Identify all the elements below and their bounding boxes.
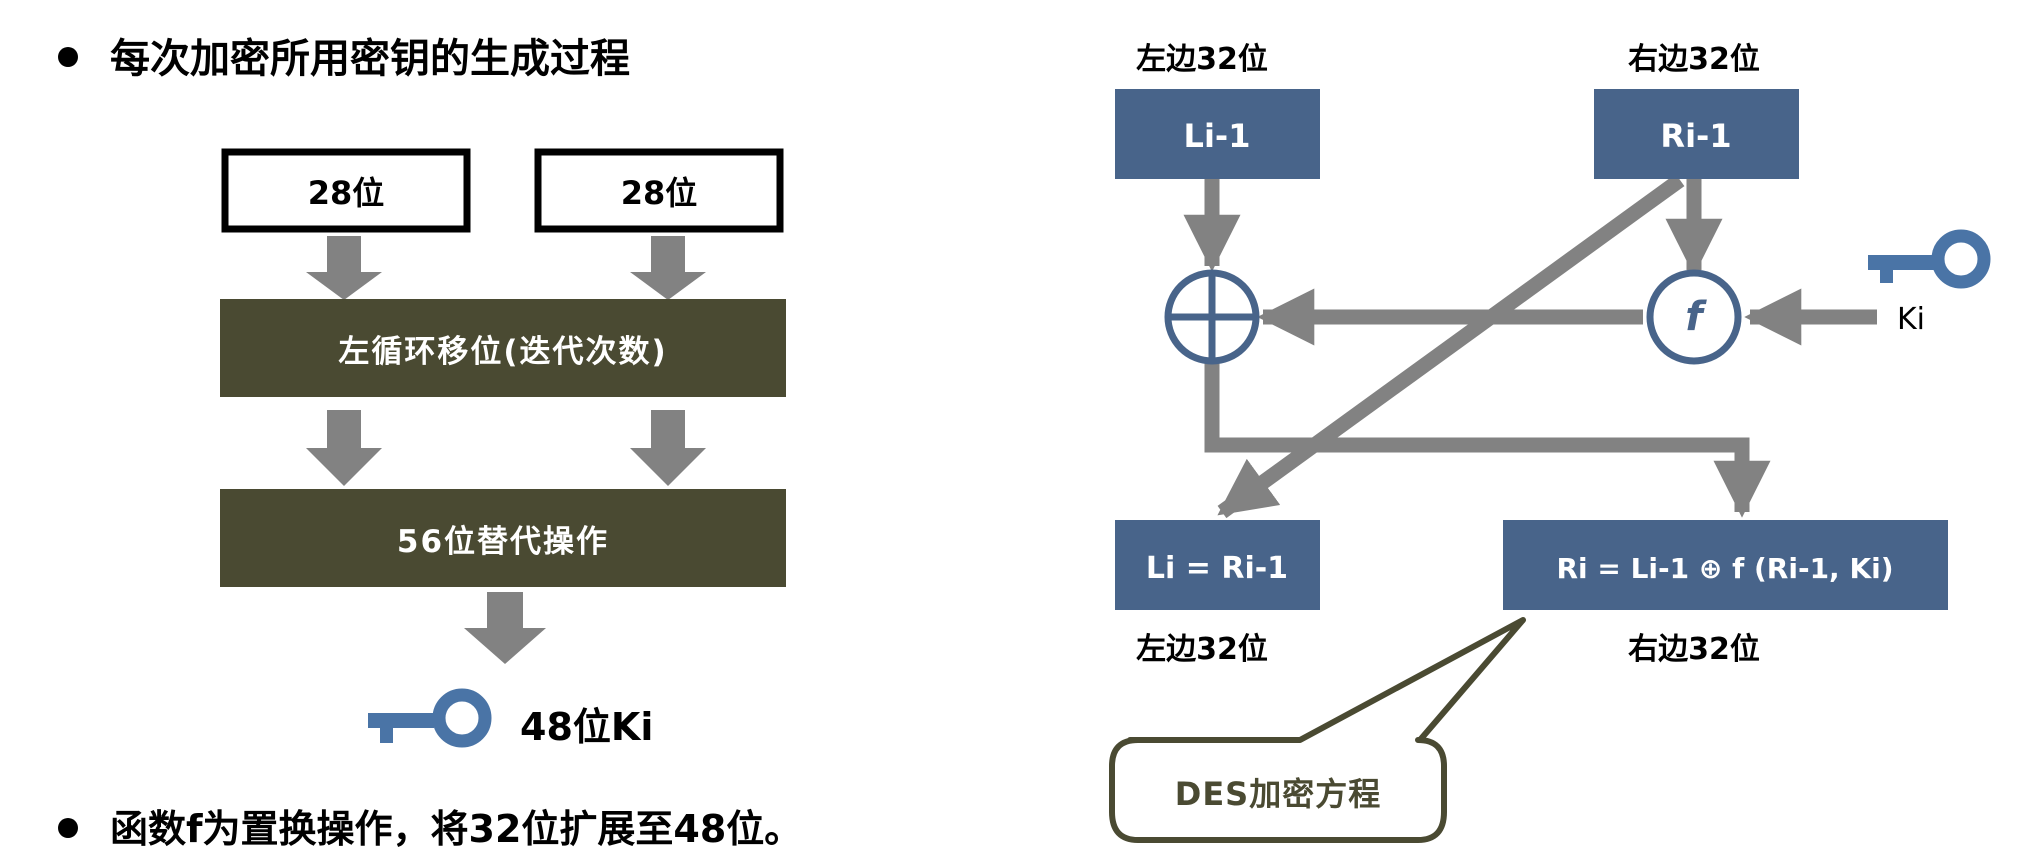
down-arrow [306,236,382,300]
svg-text:Ri = Li-1 ⊕ f (Ri-1, Ki): Ri = Li-1 ⊕ f (Ri-1, Ki) [1556,552,1893,585]
svg-text:56位替代操作: 56位替代操作 [397,524,609,560]
l-next-box: Li = Ri-1 [1115,520,1320,610]
down-arrow [630,410,706,486]
round-connectors [1183,173,1877,519]
substitution-bar: 56位替代操作 [220,489,786,587]
key-icon [368,688,492,748]
svg-text:28位: 28位 [621,174,698,212]
output-key-label: 48位Ki [520,705,653,749]
svg-text:Li = Ri-1: Li = Ri-1 [1146,551,1288,586]
right-28bit-box: 28位 [534,148,784,233]
svg-text:左循环移位(迭代次数): 左循环移位(迭代次数) [338,334,667,370]
svg-text:DES加密方程: DES加密方程 [1175,775,1381,813]
f-function-node: f [1646,269,1742,365]
left-28bit-box: 28位 [221,148,471,233]
top-right-caption: 右边32位 [1628,42,1760,77]
key-schedule-panel: 每次加密所用密钥的生成过程 28位 28位 左循环移位(迭代次数) [58,36,802,848]
function-note: 函数f为置换操作，将32位扩展至48位。 [110,807,802,848]
down-arrow [464,592,546,664]
top-left-caption: 左边32位 [1136,42,1268,77]
down-arrow [630,236,706,300]
des-equation-callout: DES加密方程 [1109,617,1526,843]
left-rotate-bar: 左循环移位(迭代次数) [220,299,786,397]
svg-text:Ri-1: Ri-1 [1660,117,1731,155]
key-icon [1868,229,1991,289]
bottom-left-caption: 左边32位 [1136,632,1268,667]
r-next-box: Ri = Li-1 ⊕ f (Ri-1, Ki) [1503,520,1948,610]
l-prev-box: Li-1 [1115,89,1320,179]
section-title: 每次加密所用密钥的生成过程 [110,36,630,82]
r-prev-box: Ri-1 [1594,89,1799,179]
down-arrow [306,410,382,486]
bullet-dot-title [58,47,78,67]
bottom-right-caption: 右边32位 [1628,632,1760,667]
bullet-dot-note [58,818,78,838]
svg-text:Li-1: Li-1 [1184,117,1251,155]
svg-text:28位: 28位 [308,174,385,212]
ki-label: Ki [1897,302,1925,337]
svg-text:f: f [1685,294,1707,340]
arrow-xor-to-r-next [1204,362,1771,518]
xor-icon [1164,269,1260,365]
arrow-r-to-l-next [1217,173,1685,519]
feistel-round-panel: 左边32位 右边32位 Li-1 Ri-1 [1109,42,1991,843]
